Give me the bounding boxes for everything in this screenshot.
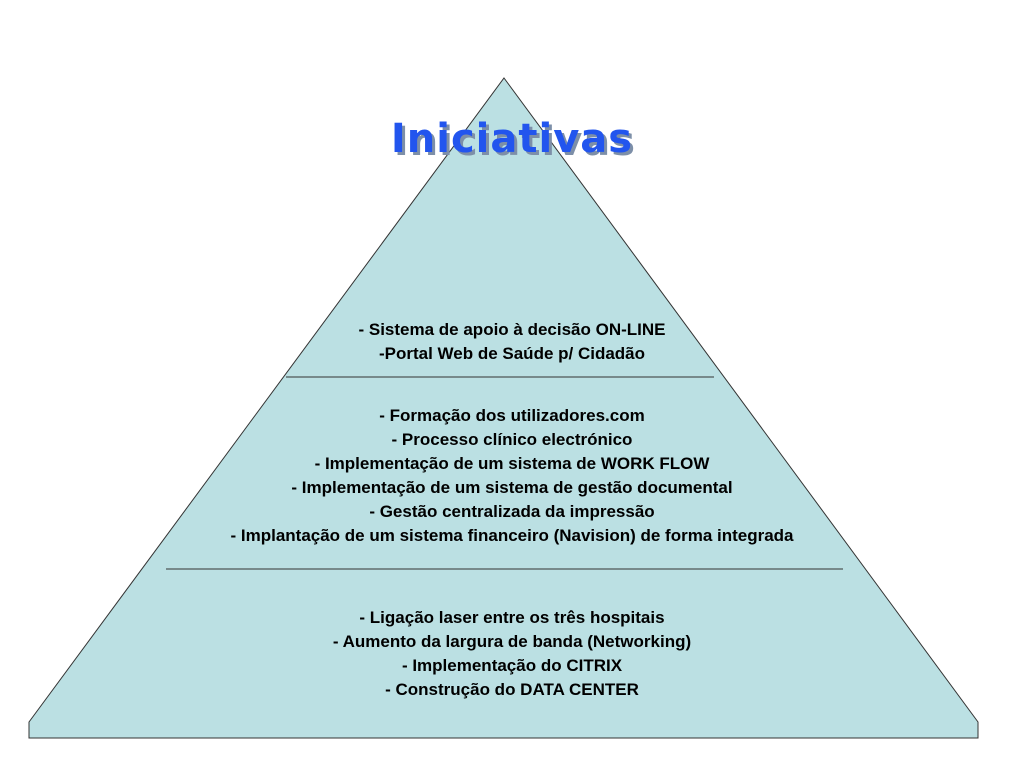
pyramid-shape bbox=[28, 77, 979, 739]
tier-item: - Ligação laser entre os três hospitais bbox=[359, 608, 665, 627]
tier-item: -Portal Web de Saúde p/ Cidadão bbox=[378, 344, 646, 363]
tier-item: - Formação dos utilizadores.com bbox=[379, 406, 645, 425]
pyramid-tier-bottom: - Ligação laser entre os três hospitais … bbox=[0, 606, 1024, 702]
tier-item: - Implementação de um sistema de gestão … bbox=[291, 478, 733, 497]
slide-title: Iniciativas bbox=[390, 116, 634, 162]
pyramid-tier-top: - Sistema de apoio à decisão ON-LINE -Po… bbox=[0, 318, 1024, 366]
tier-item: - Processo clínico electrónico bbox=[391, 430, 633, 449]
tier-item: - Implementação de um sistema de WORK FL… bbox=[314, 454, 710, 473]
tier-item: - Gestão centralizada da impressão bbox=[369, 502, 655, 521]
tier-item: - Aumento da largura de banda (Networkin… bbox=[332, 632, 692, 651]
tier-item: - Implantação de um sistema financeiro (… bbox=[230, 526, 794, 545]
tier-item: - Construção do DATA CENTER bbox=[385, 680, 639, 699]
tier-item: - Sistema de apoio à decisão ON-LINE bbox=[358, 320, 666, 339]
pyramid-tier-middle: - Formação dos utilizadores.com - Proces… bbox=[0, 404, 1024, 548]
tier-item: - Implementação do CITRIX bbox=[401, 656, 623, 675]
